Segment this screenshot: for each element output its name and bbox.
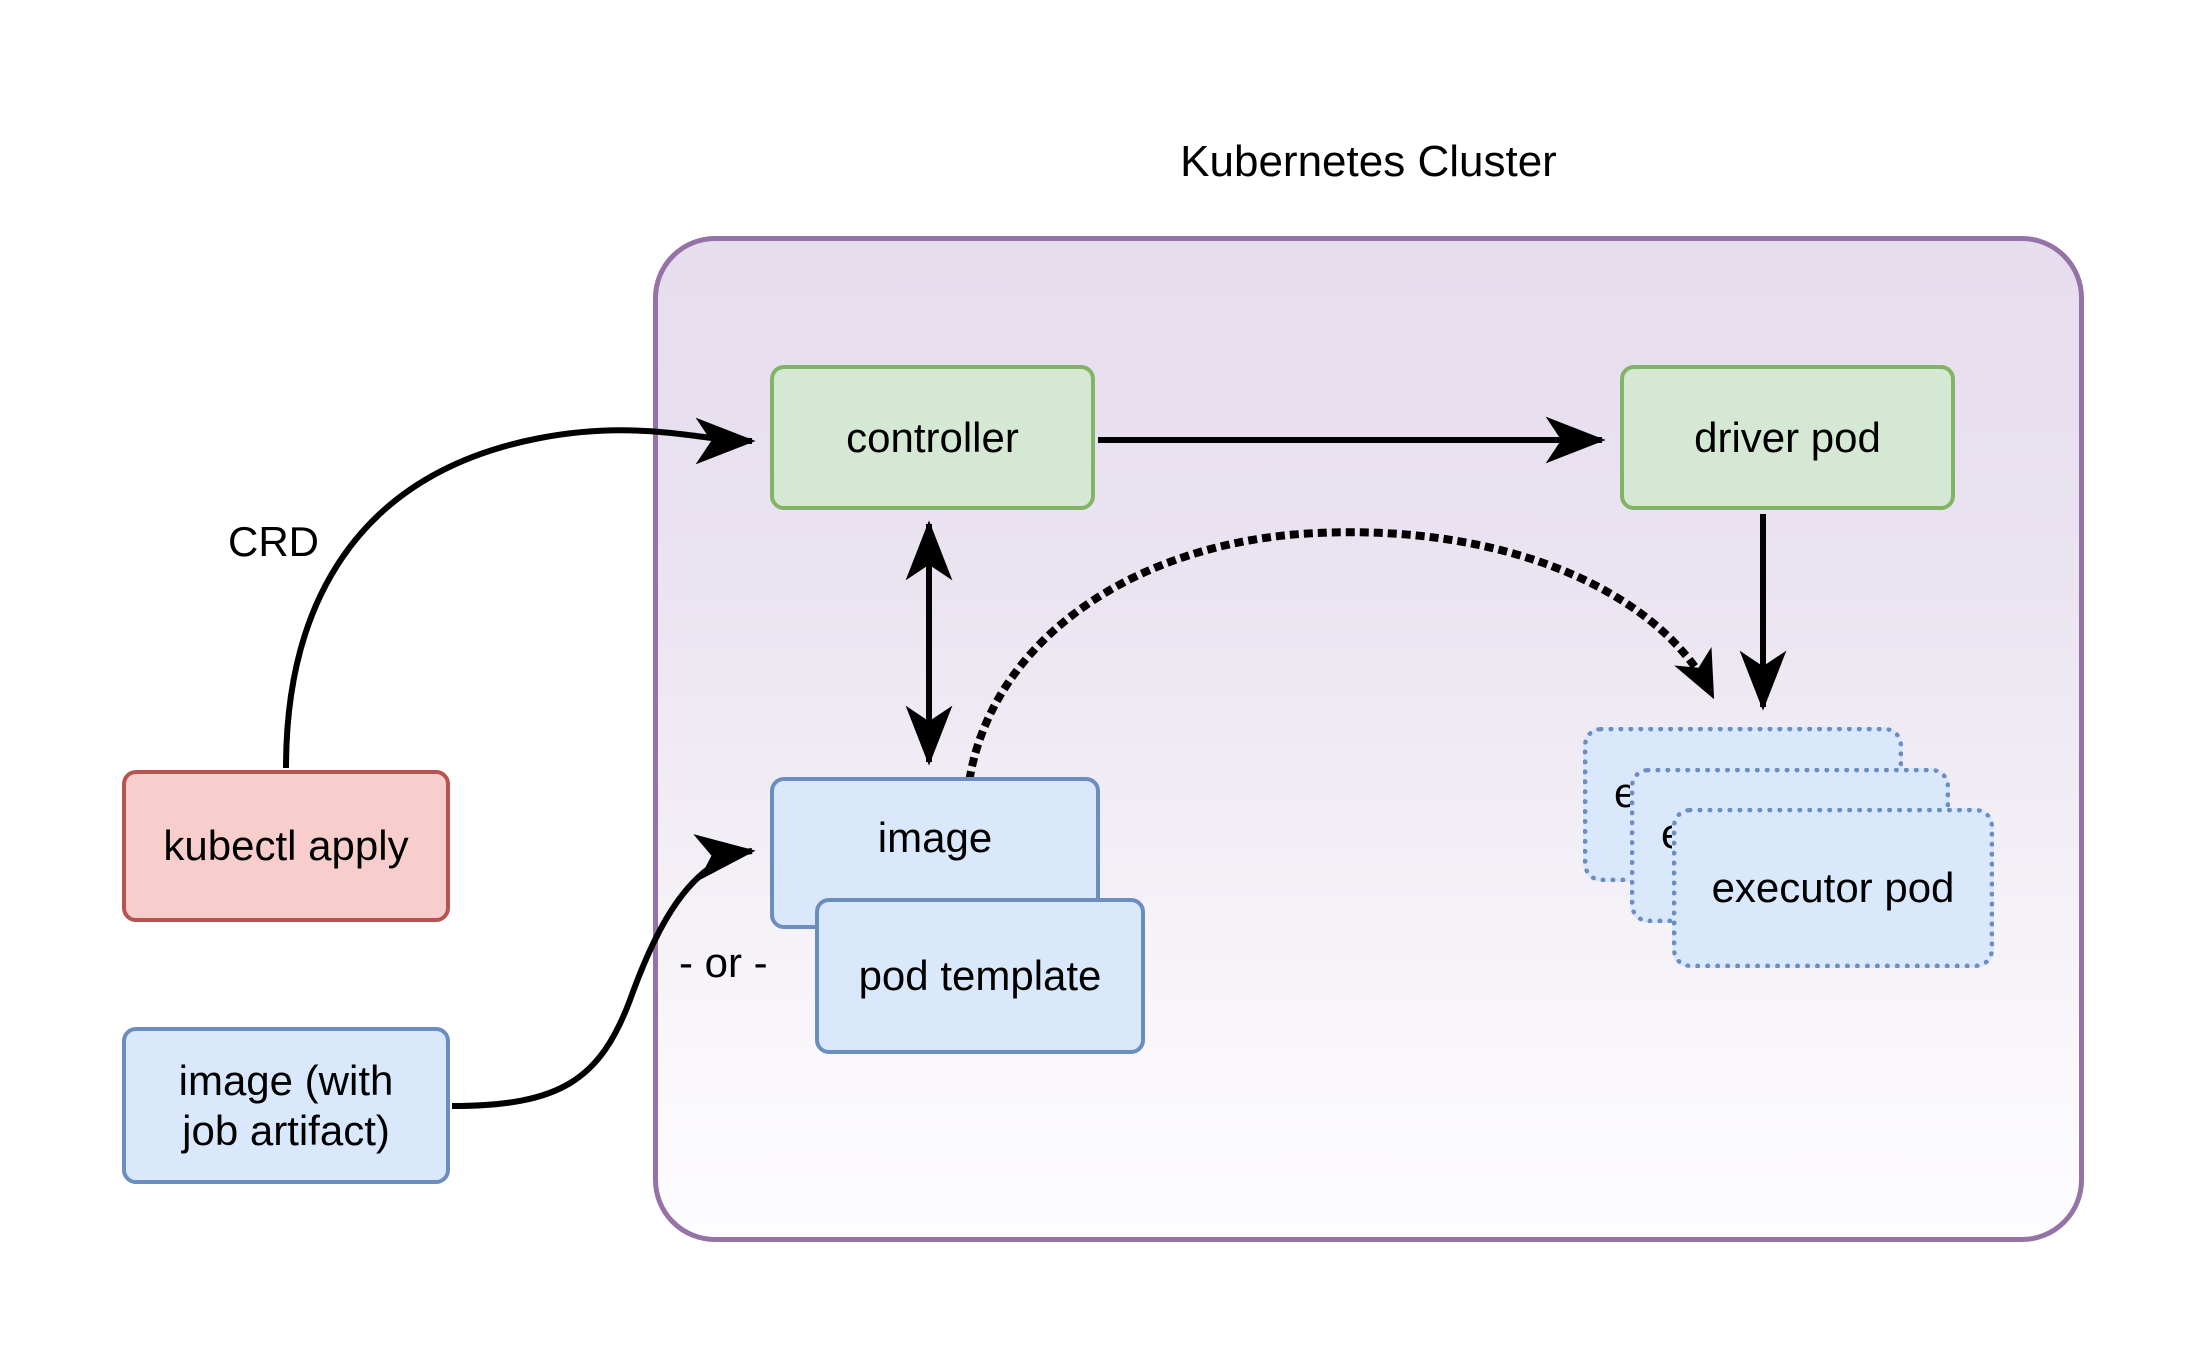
node-executor-pod-front-label: executor pod bbox=[1711, 864, 1955, 912]
node-image-with-job-artifact-label: image (with job artifact) bbox=[178, 1056, 394, 1154]
node-executor-pod-front[interactable]: executor pod bbox=[1672, 808, 1994, 968]
node-pod-template-label: pod template bbox=[858, 952, 1102, 1000]
node-image-label: image bbox=[877, 814, 993, 861]
node-kubectl-apply[interactable]: kubectl apply bbox=[122, 770, 450, 922]
node-image-with-job-artifact[interactable]: image (with job artifact) bbox=[122, 1027, 450, 1184]
cluster-title: Kubernetes Cluster bbox=[1180, 137, 1557, 186]
node-driver-pod[interactable]: driver pod bbox=[1620, 365, 1955, 510]
node-kubectl-apply-label: kubectl apply bbox=[163, 822, 409, 870]
node-driver-pod-label: driver pod bbox=[1694, 413, 1881, 461]
label-or-separator: - or - bbox=[679, 939, 768, 986]
node-controller[interactable]: controller bbox=[770, 365, 1095, 510]
edge-label-crd: CRD bbox=[228, 518, 319, 565]
node-pod-template[interactable]: pod template bbox=[815, 898, 1145, 1054]
node-controller-label: controller bbox=[846, 413, 1019, 461]
